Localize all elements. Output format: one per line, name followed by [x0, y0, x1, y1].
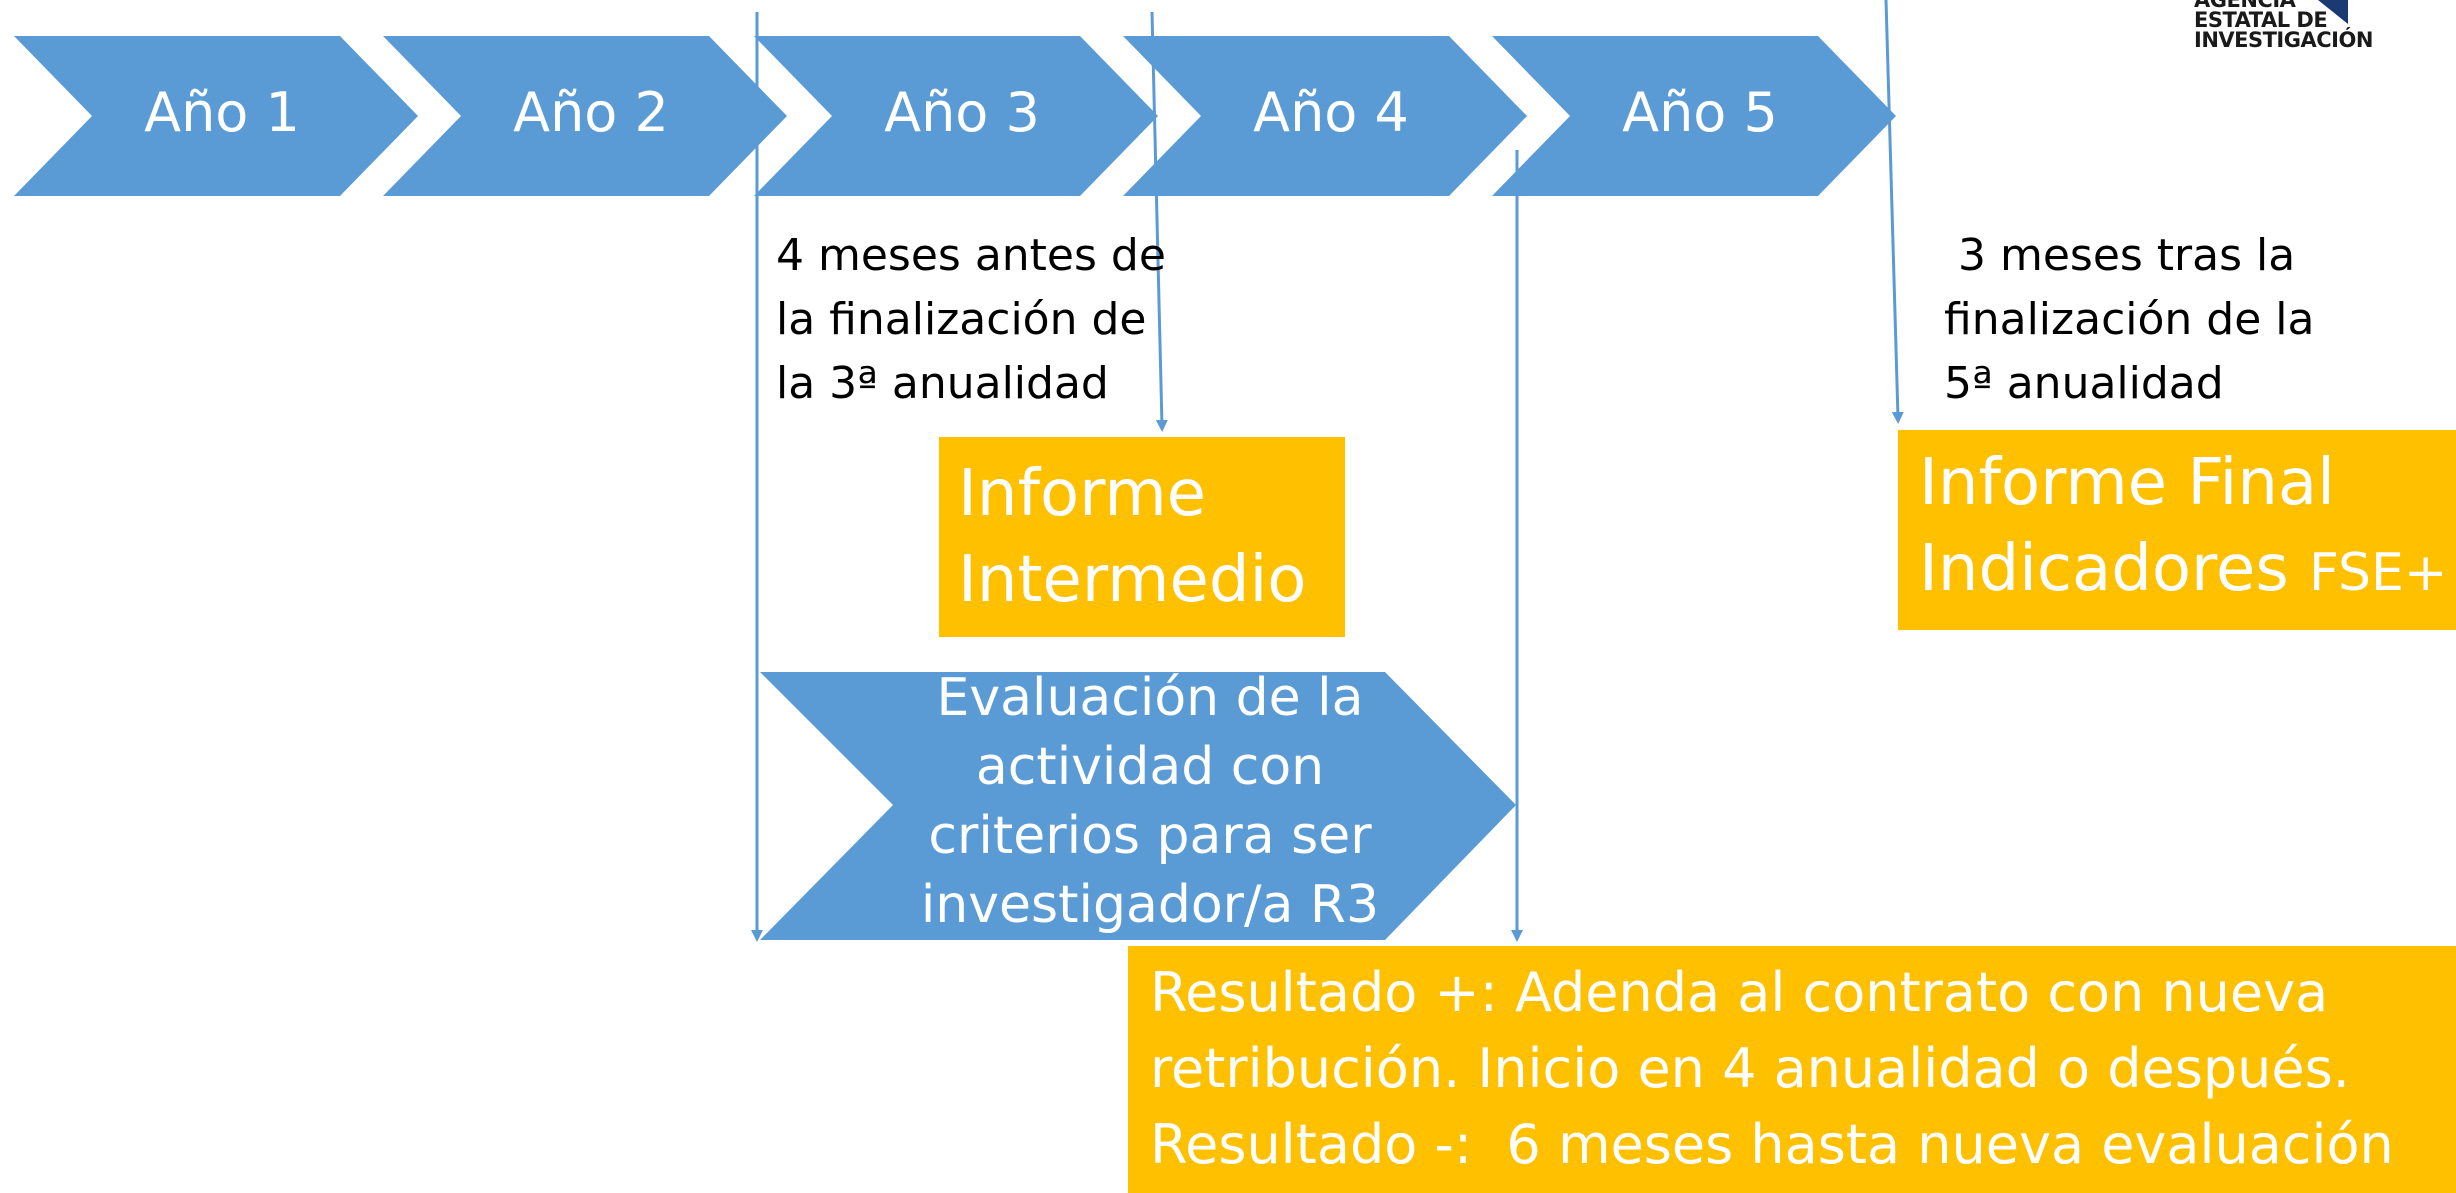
arrow-informe-intermedio — [1150, 11, 1168, 432]
logo-line-2: ESTATAL DE — [2194, 8, 2328, 32]
year-label-3: Año 3 — [884, 81, 1040, 144]
aei-logo: AGENCIA ESTATAL DE INVESTIGACIÓN — [2194, 0, 2373, 52]
note-final-line-2: finalización de la — [1944, 294, 2315, 345]
informe-intermedio-line-2: Intermedio — [958, 543, 1307, 617]
year-label-5: Año 5 — [1622, 81, 1778, 144]
chevron-year-3 — [754, 36, 1158, 196]
evaluation-line-3: criterios para ser — [928, 806, 1372, 866]
result-line-1: Resultado +: Adenda al contrato con nuev… — [1150, 961, 2329, 1024]
arrow-informe-final — [1884, 0, 1904, 424]
note-intermediate-line-3: la 3ª anualidad — [776, 358, 1109, 409]
informe-intermedio-line-1: Informe — [958, 457, 1207, 531]
evaluation-line-2: actividad con — [975, 737, 1325, 797]
informe-intermedio-box: Informe Intermedio — [939, 437, 1345, 637]
evaluation-chevron — [760, 672, 1516, 940]
evaluation-line-1: Evaluación de la — [936, 668, 1364, 728]
result-box: Resultado +: Adenda al contrato con nuev… — [1128, 946, 2456, 1193]
informe-final-fse-suffix: FSE+ — [2309, 543, 2448, 603]
aei-emblem-icon — [2318, 0, 2348, 24]
evaluation-line-4: investigador/a R3 — [920, 875, 1380, 935]
logo-line-1: AGENCIA — [2194, 0, 2296, 12]
year-label-2: Año 2 — [513, 81, 669, 144]
informe-final-line-1: Informe Final — [1919, 446, 2335, 520]
informe-final-box: Informe Final Indicadores FSE+ — [1898, 430, 2456, 630]
year-label-4: Año 4 — [1253, 81, 1409, 144]
informe-final-indicadores: Indicadores — [1919, 532, 2309, 606]
note-intermediate-deadline: 4 meses antes de la finalización de la 3… — [776, 224, 1176, 416]
chevron-year-2 — [383, 36, 787, 196]
chevron-year-1 — [14, 36, 418, 196]
evaluation-text: Evaluación de la actividad con criterios… — [880, 664, 1420, 940]
chevron-year-5 — [1492, 36, 1896, 196]
logo-line-3: INVESTIGACIÓN — [2194, 28, 2373, 52]
informe-final-line-2: Indicadores FSE+ — [1919, 526, 2447, 616]
note-intermediate-line-2: la finalización de — [776, 294, 1147, 345]
note-final-line-3: 5ª anualidad — [1944, 358, 2224, 409]
year-label-1: Año 1 — [144, 81, 300, 144]
chevron-year-4 — [1123, 36, 1527, 196]
note-intermediate-line-1: 4 meses antes de — [776, 230, 1166, 281]
note-final-line-1: 3 meses tras la — [1944, 230, 2296, 281]
note-final-deadline: 3 meses tras la finalización de la 5ª an… — [1944, 224, 2364, 416]
result-line-3: Resultado -: 6 meses hasta nueva evaluac… — [1150, 1113, 2394, 1176]
result-line-2: retribución. Inicio en 4 anualidad o des… — [1150, 1037, 2350, 1100]
